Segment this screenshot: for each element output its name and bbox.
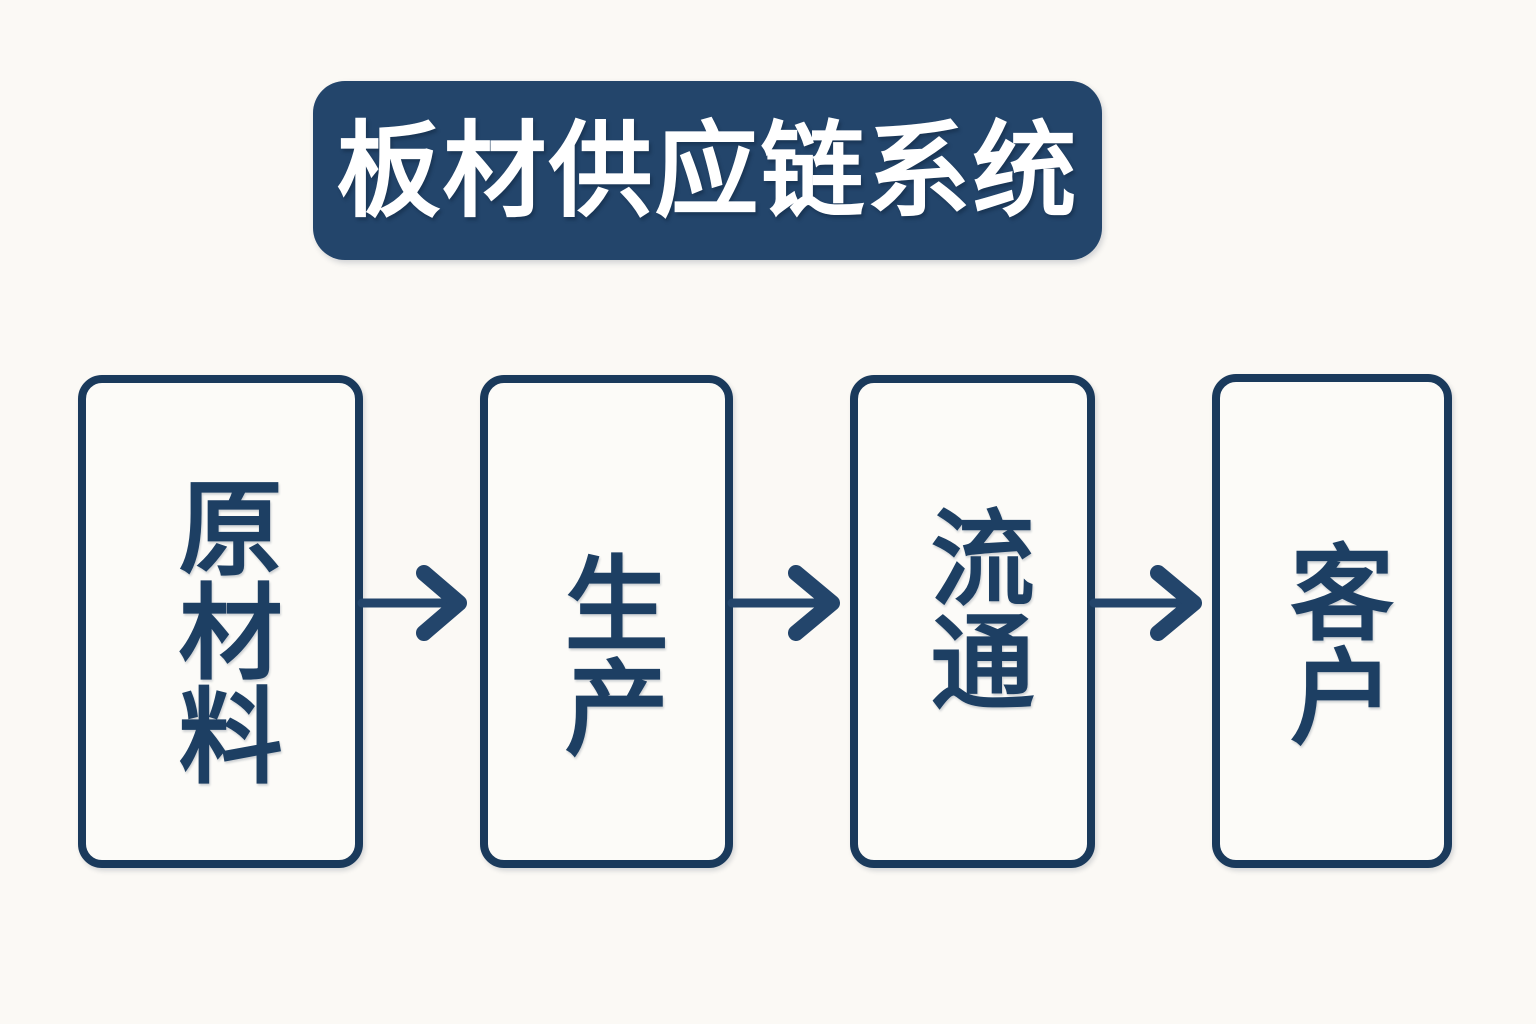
- page-title: 板材供应链系统: [336, 109, 1079, 232]
- diagram-title-banner: 板材供应链系统: [313, 81, 1102, 260]
- stage-label-raw-material: 原材料: [160, 473, 283, 786]
- stage-label-customer: 客户: [1271, 539, 1394, 747]
- stage-box-production[interactable]: 生产: [480, 375, 733, 868]
- stage-box-customer[interactable]: 客户: [1212, 374, 1452, 868]
- arrow-right-icon-2: [727, 553, 852, 653]
- stage-label-distribution: 流通: [912, 503, 1035, 712]
- stage-box-raw-material[interactable]: 原材料: [78, 375, 363, 868]
- stage-box-distribution[interactable]: 流通: [850, 375, 1095, 868]
- arrow-right-icon-1: [357, 553, 478, 653]
- stage-label-production: 生产: [546, 549, 669, 758]
- arrow-right-icon-3: [1089, 553, 1214, 653]
